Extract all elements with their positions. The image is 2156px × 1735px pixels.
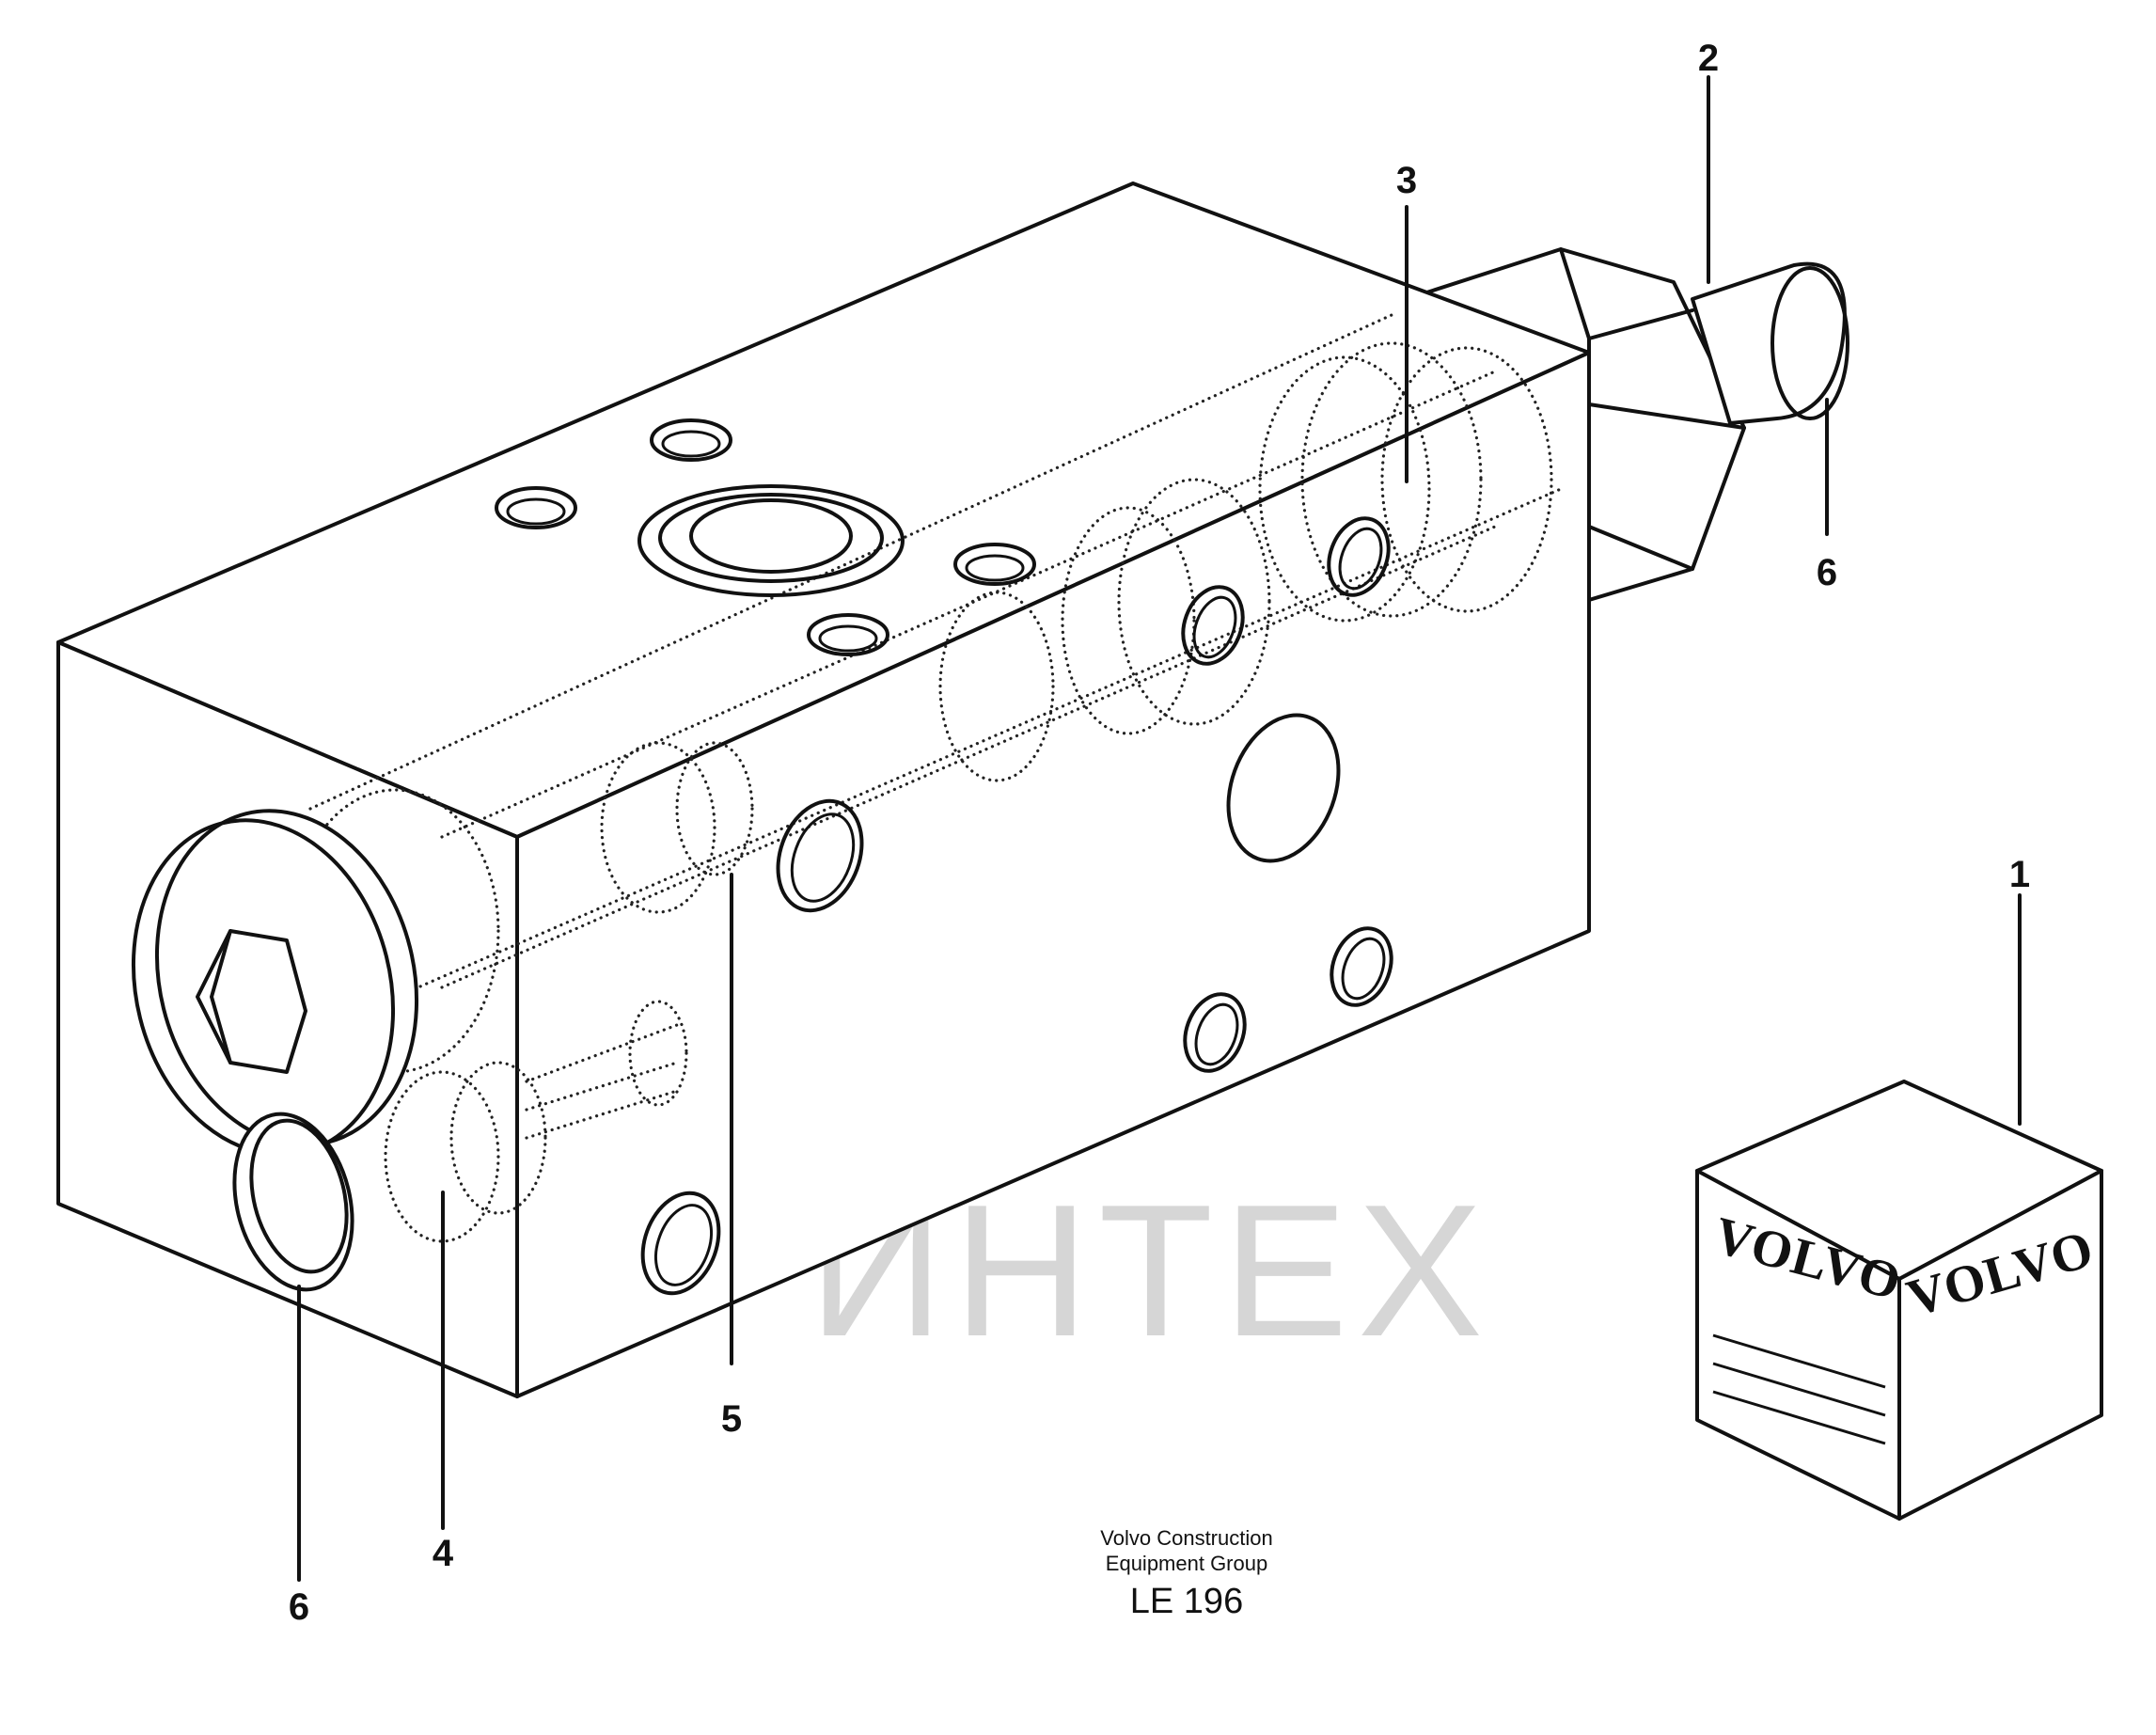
callout-2: 2 [1698,38,1719,79]
footer-line1: Volvo Construction [1100,1526,1272,1550]
end-plug [131,809,419,1157]
side-ports [640,516,1393,1296]
footer-line2: Equipment Group [1106,1552,1267,1575]
callout-5: 5 [721,1398,742,1440]
callout-3: 3 [1396,160,1417,201]
leader-lines [297,75,2022,1582]
callout-1: 1 [2009,854,2030,895]
o-ring-seal [232,1112,354,1292]
callout-6-right: 6 [1817,552,1837,593]
callout-6-left: 6 [289,1586,309,1628]
footer: Volvo Construction Equipment Group LE 19… [1100,1526,1272,1621]
callout-4: 4 [433,1533,454,1574]
footer-code: LE 196 [1130,1582,1243,1621]
kit-box: VOLVO VOLVO [1695,1080,2103,1521]
callouts: 2 3 6 1 5 4 6 [289,38,2030,1628]
valve-block [56,181,1591,1398]
